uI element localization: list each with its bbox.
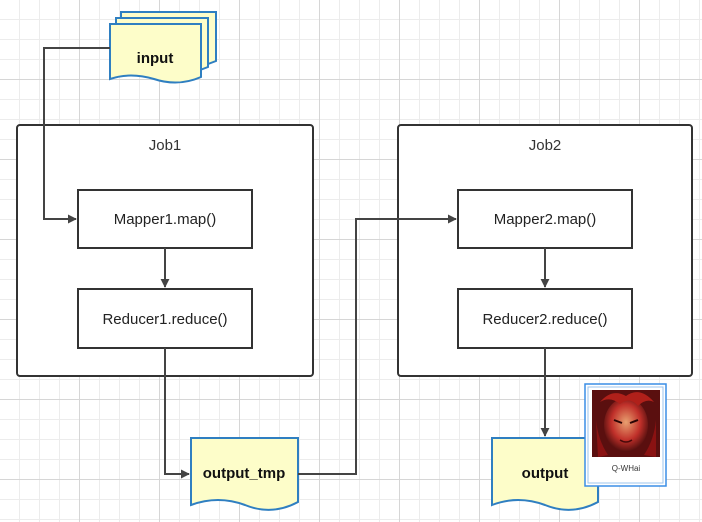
- watermark-card: Q-WHai: [584, 383, 667, 487]
- job2-mapper-box: [457, 189, 633, 249]
- input-multidocument: input: [109, 11, 217, 84]
- input-label: input: [137, 50, 174, 67]
- output-tmp-label: output_tmp: [203, 465, 285, 482]
- job1-reducer-label: Reducer1.reduce(): [102, 311, 227, 328]
- job2-title: Job2: [529, 137, 562, 154]
- watermark-caption: Q-WHai: [612, 464, 641, 473]
- job2-mapper-label: Mapper2.map(): [494, 211, 597, 228]
- output-tmp-document: output_tmp: [190, 437, 299, 511]
- job1-title: Job1: [149, 137, 182, 154]
- edge-input-to-mapper1: [43, 47, 110, 224]
- job1-mapper-label: Mapper1.map(): [114, 211, 217, 228]
- avatar-portrait: [592, 390, 660, 457]
- edge-reducer1-to-output-tmp: [164, 348, 190, 479]
- job1-mapper-box: [77, 189, 253, 249]
- job2-reducer-box: [457, 288, 633, 349]
- job1-reducer-box: [77, 288, 253, 349]
- job2-reducer-label: Reducer2.reduce(): [482, 311, 607, 328]
- edge-output-tmp-to-mapper2: [298, 214, 457, 475]
- output-document: output: [491, 437, 599, 511]
- output-label: output: [522, 465, 569, 482]
